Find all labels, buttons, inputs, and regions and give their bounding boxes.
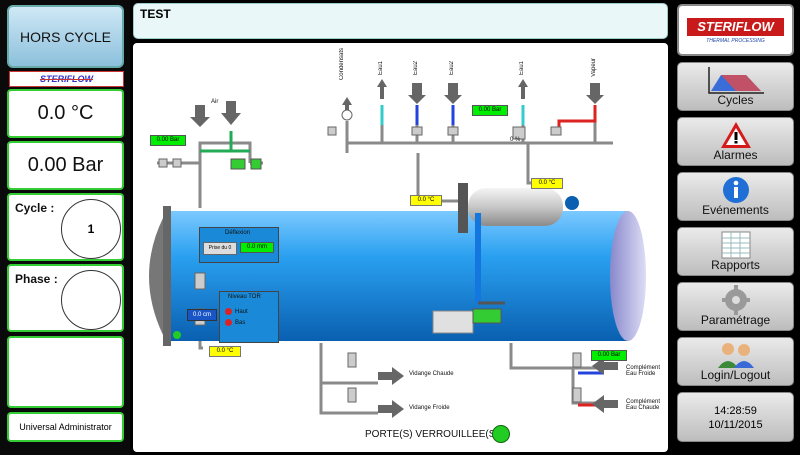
niveau-haut-label: Haut bbox=[235, 309, 248, 315]
cycle-mode-indicator: HORS CYCLE bbox=[7, 5, 124, 68]
deflexion-value: 0.0 mm bbox=[240, 242, 274, 253]
door-status-label: PORTE(S) VERROUILLEE(S) bbox=[365, 429, 499, 440]
eau1-label-a: Eau1 bbox=[378, 61, 384, 76]
door-led bbox=[173, 331, 181, 339]
cycle-card: Cycle : 1 bbox=[7, 193, 124, 261]
warning-icon bbox=[720, 122, 751, 148]
heat-exchanger bbox=[468, 188, 563, 226]
rapports-button[interactable]: Rapports bbox=[677, 227, 794, 276]
temperature-value: 0.0 °C bbox=[37, 102, 94, 124]
niveau-bas-label: Bas bbox=[235, 320, 246, 326]
mode-label: HORS CYCLE bbox=[19, 28, 112, 45]
level-cm-readout: 0.0 cm bbox=[187, 309, 217, 321]
cycles-button[interactable]: Cycles bbox=[677, 62, 794, 111]
alarmes-button[interactable]: Alarmes bbox=[677, 117, 794, 166]
level-low-led bbox=[225, 319, 232, 326]
parametrage-button[interactable]: Paramétrage bbox=[677, 282, 794, 331]
door-lock-led bbox=[492, 425, 510, 443]
niveau-title: Niveau TOR bbox=[228, 294, 261, 300]
clock-panel: 14:28:59 10/11/2015 bbox=[677, 392, 794, 442]
evenements-label: Evénements bbox=[702, 203, 769, 217]
zero-offset-button[interactable]: Prise du 0 bbox=[203, 242, 237, 255]
inlet-pressure-readout: 0.00 Bar bbox=[472, 105, 508, 116]
clock-date: 10/11/2015 bbox=[708, 419, 763, 431]
vessel-door bbox=[163, 206, 171, 346]
parametrage-label: Paramétrage bbox=[700, 313, 771, 327]
vidange-chaude-label: Vidange Chaude bbox=[409, 371, 454, 377]
brand-strip: STERIFLOW bbox=[9, 71, 124, 87]
air-valves bbox=[230, 158, 262, 170]
logo-wordmark: STERIFLOW bbox=[687, 18, 784, 36]
phase-card: Phase : bbox=[7, 264, 124, 332]
outlet-pressure-readout: 0.00 Bar bbox=[591, 350, 627, 361]
complement-chaude-label: Complément Eau Chaude bbox=[626, 399, 661, 411]
empty-card bbox=[7, 336, 124, 408]
gear-icon bbox=[721, 285, 750, 315]
report-sheet-icon bbox=[721, 231, 750, 259]
steriflow-logo: STERIFLOW THERMAL PROCESSING bbox=[677, 4, 794, 56]
cycles-label: Cycles bbox=[717, 93, 754, 107]
level-high-led bbox=[225, 308, 232, 315]
complement-froide-label: Complément Eau Froide bbox=[626, 365, 661, 377]
eau2-label-a: Eau2 bbox=[413, 61, 419, 76]
user-name: Universal Administrator bbox=[19, 422, 112, 432]
pressure-value: 0.00 Bar bbox=[27, 154, 104, 176]
vapeur-label: Vapeur bbox=[591, 58, 597, 77]
niveau-tor-panel: Niveau TOR Haut Bas bbox=[219, 291, 279, 343]
header-bar: TEST bbox=[133, 3, 668, 39]
user-card[interactable]: Universal Administrator bbox=[7, 412, 124, 442]
login-logout-label: Login/Logout bbox=[700, 368, 771, 382]
temperature-readout: 0.0 °C bbox=[7, 89, 124, 138]
phase-label: Phase : bbox=[15, 272, 58, 286]
rapports-label: Rapports bbox=[711, 258, 760, 272]
cycle-number-circle: 1 bbox=[61, 199, 121, 259]
pump-valve bbox=[472, 308, 502, 324]
logo-subtitle: THERMAL PROCESSING bbox=[706, 38, 765, 44]
air-label: Air bbox=[211, 99, 219, 105]
exchanger-inlet-temp: 0.0 °C bbox=[410, 195, 442, 206]
info-icon bbox=[722, 177, 749, 203]
cycles-chart-icon bbox=[707, 67, 764, 94]
eau2-label-b: Eau2 bbox=[449, 61, 455, 76]
phase-circle bbox=[61, 270, 121, 330]
header-title: TEST bbox=[140, 7, 171, 21]
login-logout-button[interactable]: Login/Logout bbox=[677, 337, 794, 386]
brand-strip-label: STERIFLOW bbox=[40, 74, 93, 84]
process-synoptic: Air Condensats Eau1 Eau2 Eau2 Eau1 Vapeu… bbox=[133, 43, 668, 452]
deflexion-panel: Déflexion Prise du 0 0.0 mm bbox=[199, 227, 279, 263]
pump-motor bbox=[432, 310, 474, 334]
vidange-froide-label: Vidange Froide bbox=[409, 405, 450, 411]
condensats-label: Condensats bbox=[339, 48, 345, 81]
evenements-button[interactable]: Evénements bbox=[677, 172, 794, 221]
exchanger-outlet-temp: 0.0 °C bbox=[531, 178, 563, 189]
bottom-temp-readout: 0.0 °C bbox=[209, 346, 241, 357]
valve-percent: 0 % bbox=[510, 137, 521, 143]
flow-arrows bbox=[190, 79, 618, 418]
deflexion-title: Déflexion bbox=[225, 230, 251, 236]
users-icon bbox=[717, 343, 754, 368]
air-pressure-readout: 0.00 Bar bbox=[150, 135, 186, 146]
clock-time: 14:28:59 bbox=[714, 405, 757, 417]
pressure-readout: 0.00 Bar bbox=[7, 141, 124, 190]
cycle-number: 1 bbox=[87, 222, 95, 236]
eau1-label-b: Eau1 bbox=[519, 61, 525, 76]
left-status-panel: HORS CYCLE STERIFLOW 0.0 °C 0.00 Bar Cyc… bbox=[0, 0, 130, 455]
cycle-label: Cycle : bbox=[15, 201, 55, 215]
alarmes-label: Alarmes bbox=[713, 148, 758, 162]
